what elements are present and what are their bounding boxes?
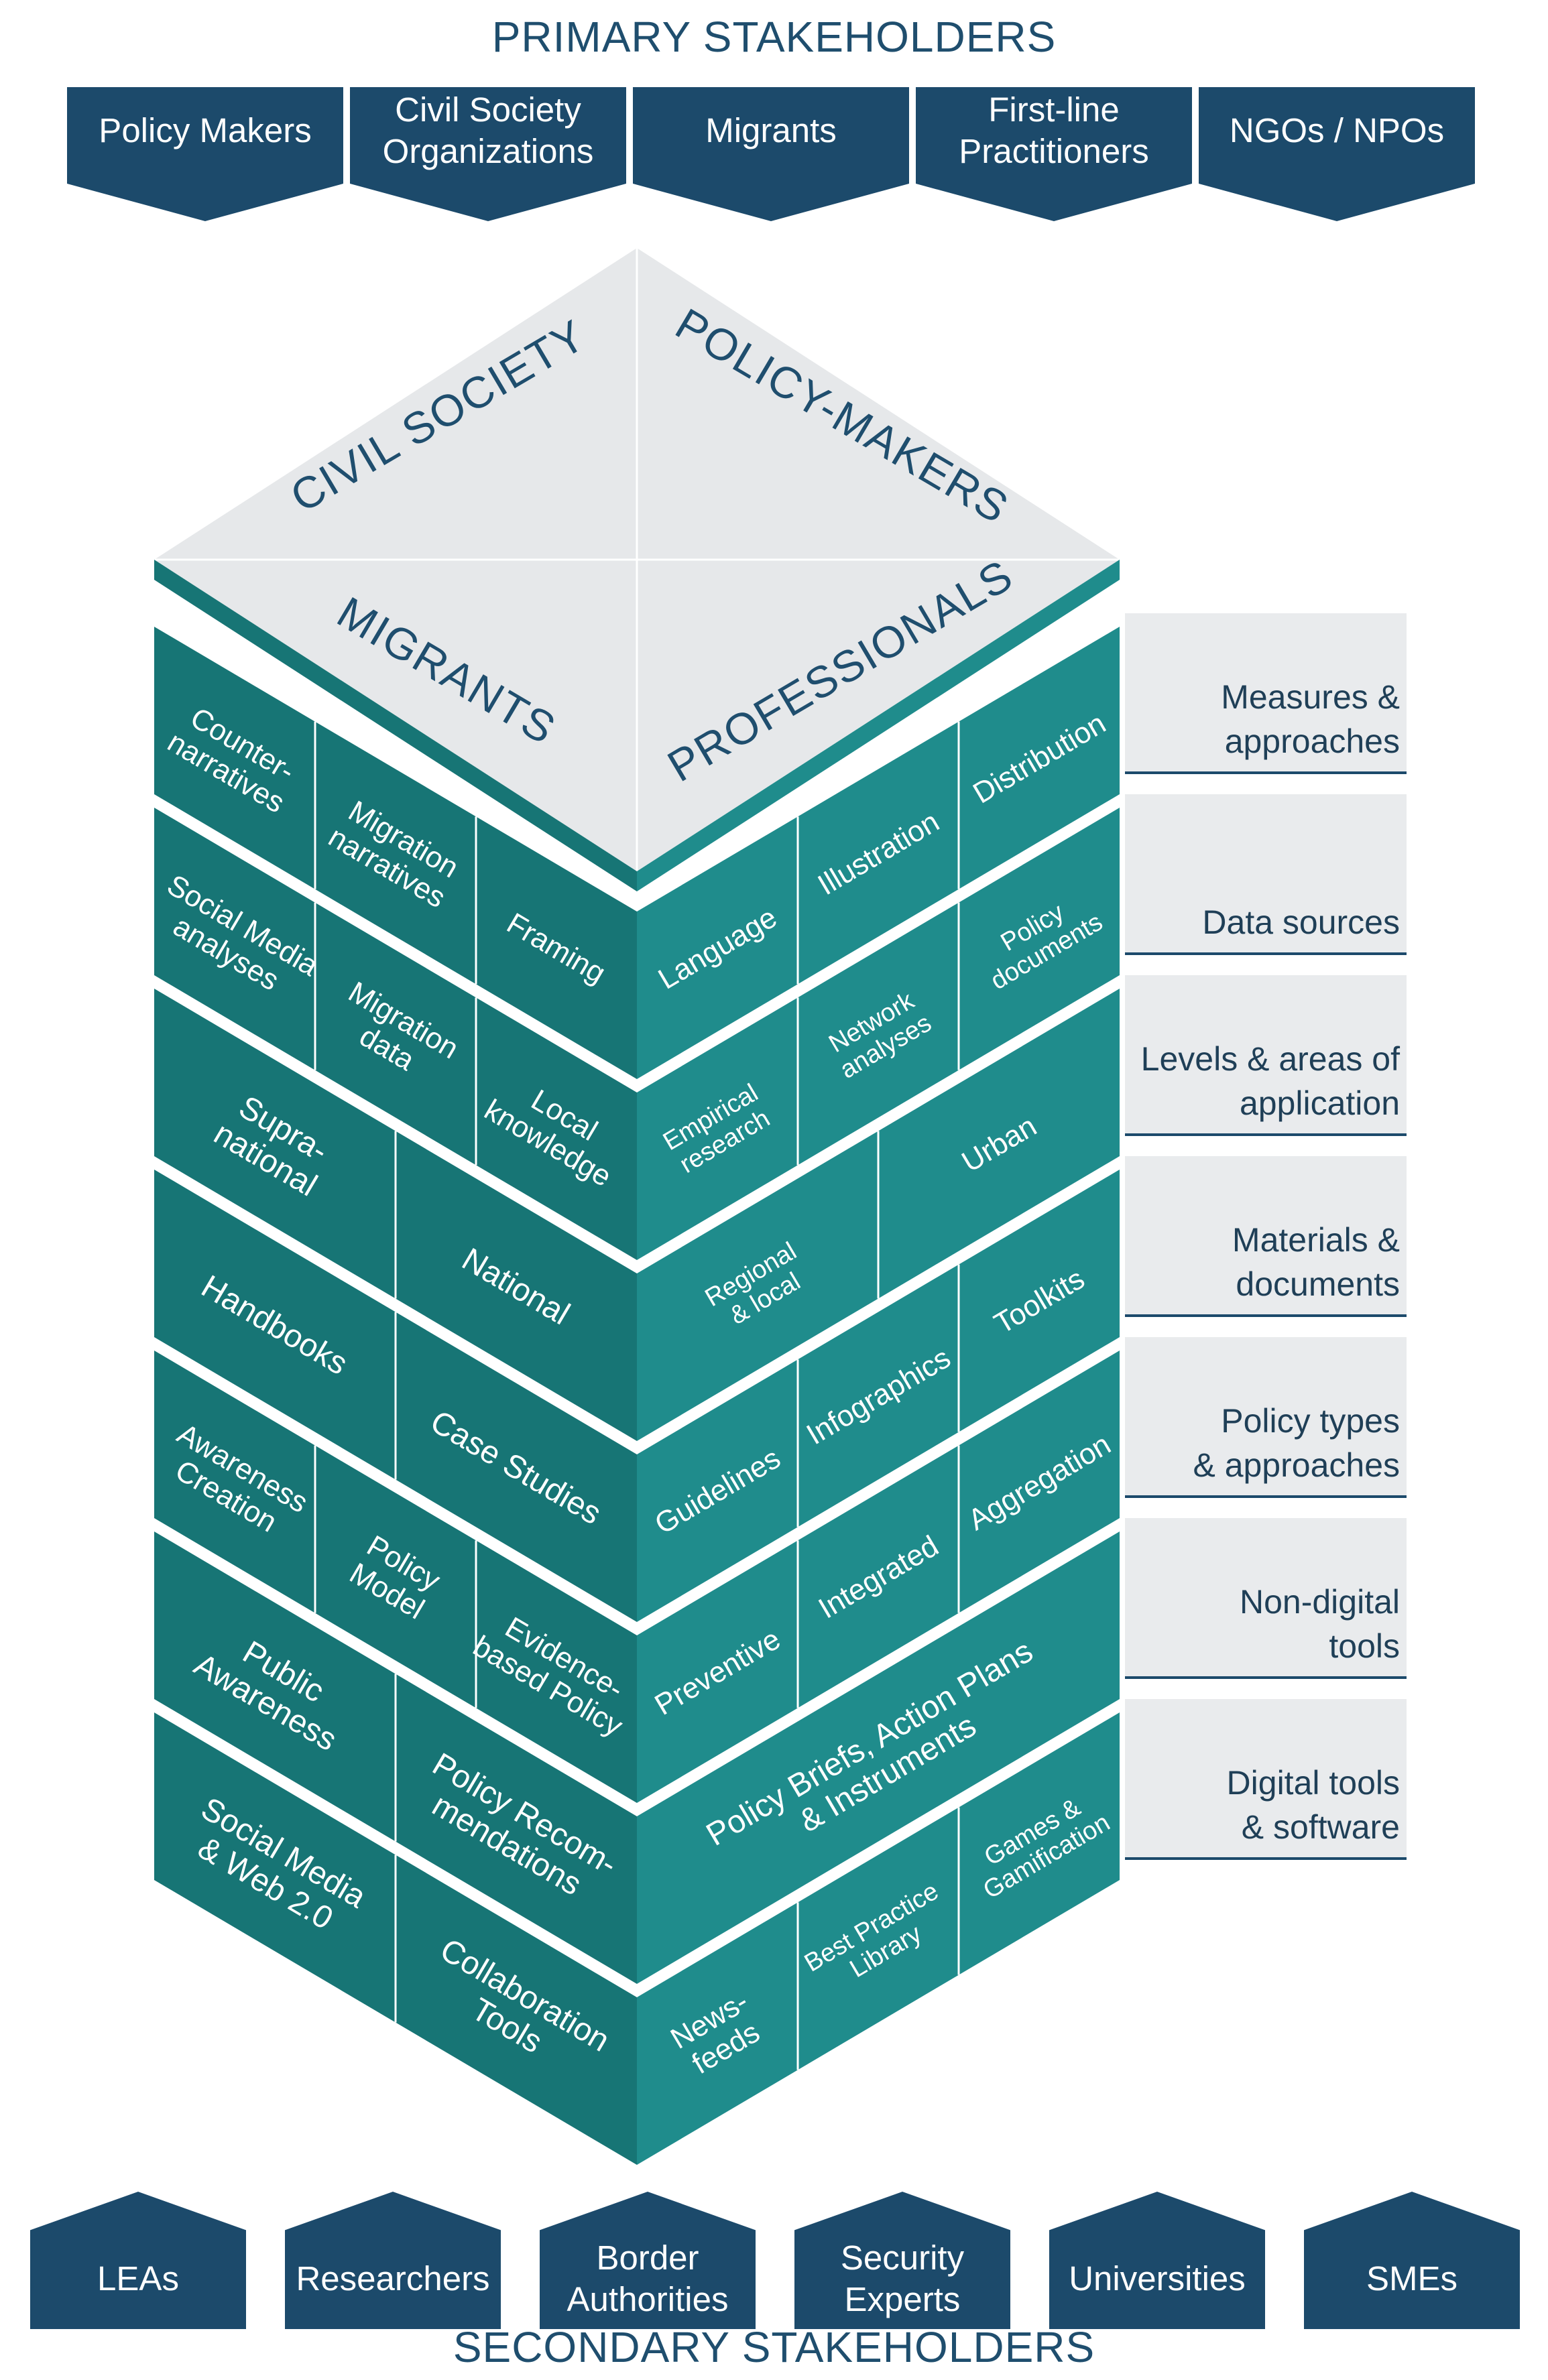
layer-label-text: Data sources <box>1202 903 1400 941</box>
layer-right-face <box>637 1351 1120 1803</box>
layer-label-measures-approaches: Measures & approaches <box>1125 613 1407 774</box>
layer-label-text: Levels & areas of application <box>1140 1040 1400 1122</box>
layer-right-face <box>637 627 1120 1079</box>
layer-right-face <box>637 1712 1120 2165</box>
tower-layer-1: Counter-narrativesMigrationnarrativesFra… <box>154 627 1120 1079</box>
layer-label-text: Digital tools & software <box>1226 1764 1400 1846</box>
layer-left-face <box>154 1351 637 1803</box>
tower-layer-5: AwarenessCreationPolicyModelEvidence-bas… <box>154 1351 1120 1803</box>
layer-label-materials-documents: Materials & documents <box>1125 1156 1407 1317</box>
layer-right-face <box>637 1170 1120 1622</box>
layer-right-face <box>637 1531 1120 1984</box>
layer-label-non-digital-tools: Non-digital tools <box>1125 1518 1407 1679</box>
layer-left-face <box>154 627 637 1079</box>
tower-layers: Counter-narrativesMigrationnarrativesFra… <box>154 627 1120 2165</box>
layer-label-levels-areas-of-application: Levels & areas of application <box>1125 975 1407 1136</box>
primary-stakeholders-title: PRIMARY STAKEHOLDERS <box>491 13 1057 61</box>
layer-label-text: Policy types & approaches <box>1193 1402 1400 1484</box>
layer-label-text: Materials & documents <box>1232 1221 1400 1303</box>
layer-label-text: Measures & approaches <box>1221 678 1400 760</box>
layer-label-data-sources: Data sources <box>1125 794 1407 955</box>
layer-left-face <box>154 808 637 1260</box>
roof-edge-right <box>637 560 1120 891</box>
layer-label-digital-tools-software: Digital tools & software <box>1125 1699 1407 1860</box>
layer-label-policy-types-approaches: Policy types & approaches <box>1125 1337 1407 1498</box>
secondary-stakeholders-title: SECONDARY STAKEHOLDERS <box>453 2323 1095 2371</box>
roof-edge-left <box>154 560 637 891</box>
tower-layer-2: Social MediaanalysesMigrationdataLocalkn… <box>154 808 1120 1260</box>
layer-label-text: Non-digital tools <box>1239 1583 1400 1665</box>
layer-right-face <box>637 808 1120 1260</box>
